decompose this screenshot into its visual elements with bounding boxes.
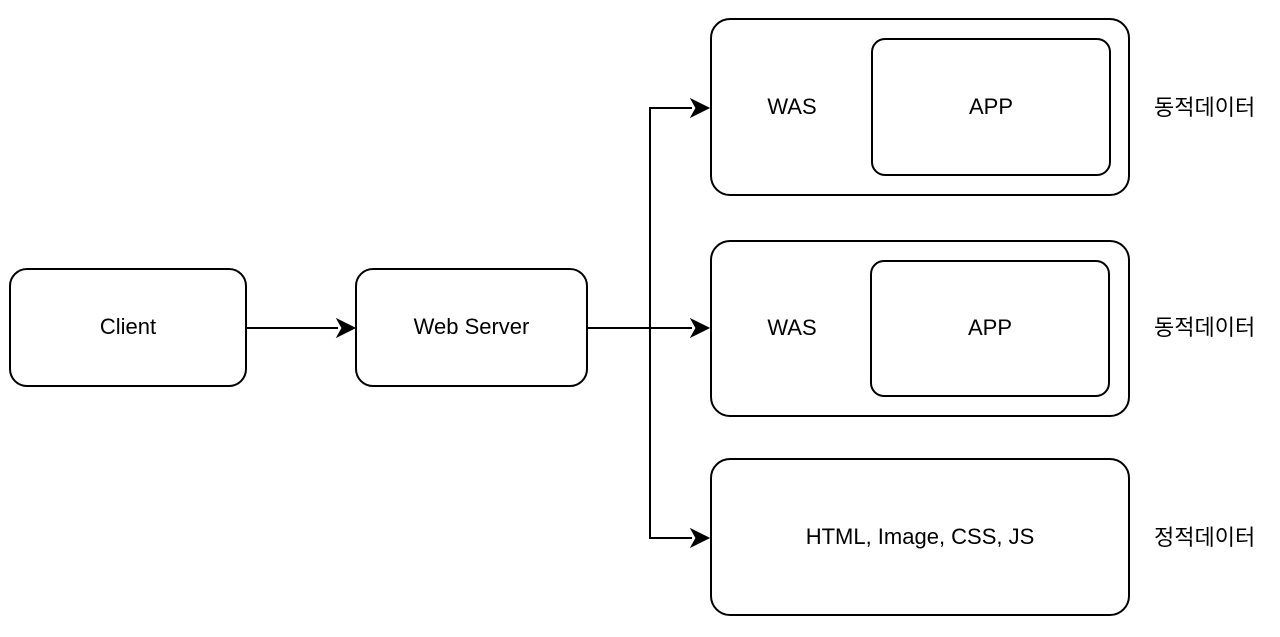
node-app-top-label: APP — [968, 93, 1014, 119]
node-was-top-label: WAS — [767, 93, 817, 119]
node-app-top: APP — [871, 38, 1111, 176]
node-was-middle-label: WAS — [767, 315, 817, 341]
node-static-files: HTML, Image, CSS, JS — [710, 458, 1130, 616]
annotation-static-data: 정적데이터 — [1154, 525, 1256, 550]
node-app-middle: APP — [870, 260, 1110, 397]
node-was-middle: WAS APP — [710, 240, 1130, 417]
arrowhead-client-webserver — [335, 317, 357, 339]
node-web-server: Web Server — [355, 268, 588, 387]
arrowhead-was-top — [689, 97, 711, 119]
node-web-server-label: Web Server — [413, 314, 530, 340]
arrowhead-was-middle — [689, 317, 711, 339]
node-client-label: Client — [99, 314, 157, 340]
arrowhead-static — [689, 527, 711, 549]
node-static-files-label: HTML, Image, CSS, JS — [805, 523, 1035, 549]
node-was-top: WAS APP — [710, 18, 1130, 196]
annotation-dynamic-data-middle: 동적데이터 — [1154, 315, 1256, 340]
annotation-dynamic-data-top: 동적데이터 — [1154, 95, 1256, 120]
node-client: Client — [9, 268, 247, 387]
node-app-middle-label: APP — [967, 315, 1013, 341]
